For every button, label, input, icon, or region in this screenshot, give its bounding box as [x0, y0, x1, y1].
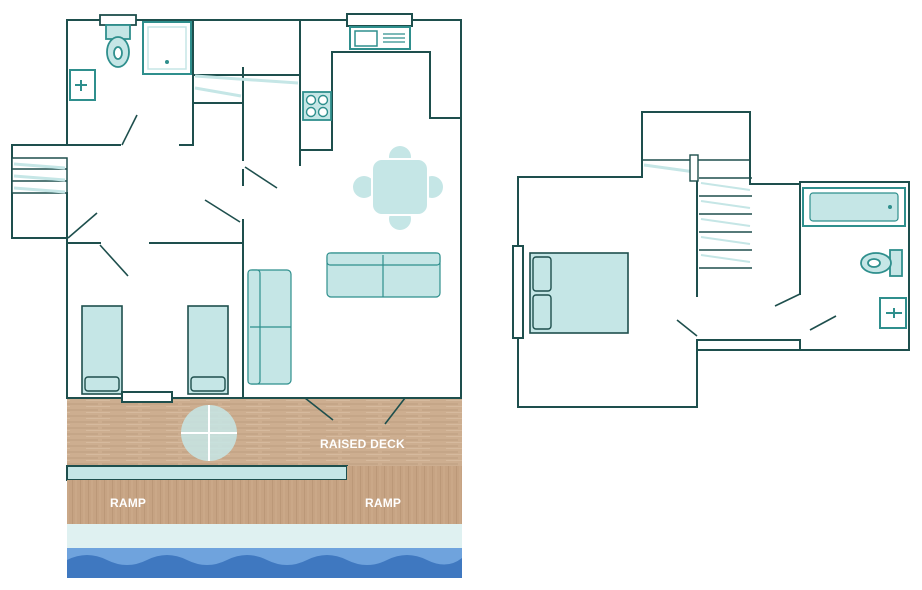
raised-deck	[67, 398, 462, 466]
raised-deck-label: RAISED DECK	[320, 437, 405, 451]
sink-icon	[879, 297, 907, 329]
ground-floor: RAISED DECK RAMP RAMP	[11, 13, 462, 578]
sofa-icon	[326, 252, 441, 298]
bed-icon	[187, 305, 229, 395]
ramp	[67, 480, 462, 524]
path	[67, 524, 462, 548]
deck-rail	[66, 465, 348, 481]
sofa-icon	[247, 269, 292, 385]
deck-table-icon	[181, 405, 237, 461]
entry-steps	[11, 157, 68, 194]
shower-icon	[142, 21, 192, 75]
sink-icon	[69, 69, 96, 101]
upper-floor	[512, 111, 910, 408]
bed-icon	[81, 305, 123, 395]
table-icon	[353, 146, 443, 230]
water	[67, 548, 462, 578]
ramp-right-label: RAMP	[365, 496, 401, 510]
bed-icon	[529, 252, 629, 334]
bathtub-icon	[802, 187, 906, 227]
kitchen-sink-icon	[346, 13, 413, 50]
ramp-left-label: RAMP	[110, 496, 146, 510]
toilet-icon	[860, 249, 903, 277]
staircase-icon	[642, 154, 752, 269]
ramp-top	[347, 466, 462, 480]
stove-icon	[302, 91, 332, 121]
toilet-icon	[99, 14, 137, 68]
